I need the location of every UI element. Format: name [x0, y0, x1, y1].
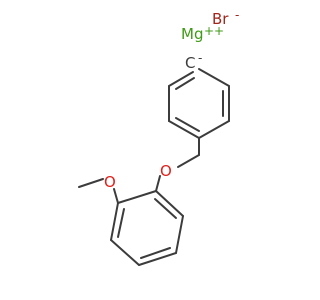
bond-r5-r6 — [110, 202, 119, 241]
molecule-structure-diagram: Mg ++ Br - C - O O — [78, 8, 239, 266]
bromine-symbol: Br — [212, 10, 229, 28]
bond-methoxy-o-ch3 — [78, 178, 104, 188]
bromine-charge: - — [235, 8, 239, 22]
bond-r2-r3 — [175, 215, 184, 254]
upper-benzene-ring — [168, 68, 230, 139]
bond-c3-c4 — [198, 120, 230, 139]
double-bond-inner-r3-r4 — [140, 247, 171, 259]
bond-c4-c5 — [168, 120, 200, 139]
bond-r6-r1 — [117, 190, 157, 204]
double-bond-inner-lower-left — [175, 117, 200, 132]
bond-r3-r4 — [138, 252, 177, 266]
methoxy-oxygen-symbol: O — [104, 173, 116, 191]
magnesium-symbol: Mg — [181, 25, 203, 43]
bond-ch2-o — [177, 154, 200, 168]
double-bond-inner-r1-r2 — [154, 198, 177, 219]
bond-o-ring — [155, 175, 161, 192]
bond-c6-c1 — [168, 71, 194, 87]
double-bond-inner-r5-r6 — [117, 208, 125, 238]
carbanion-charge: - — [198, 51, 202, 65]
lower-benzene-ring — [110, 190, 184, 266]
bond-c1-c2 — [198, 68, 230, 87]
carbanion-symbol: C — [185, 54, 195, 72]
double-bond-inner-upper-left — [175, 77, 195, 90]
bond-r1-r2 — [155, 190, 184, 217]
ether-oxygen-symbol: O — [160, 162, 172, 180]
bond-r4-r5 — [110, 239, 140, 266]
bond-ring-methoxy-o — [113, 188, 119, 204]
magnesium-charge: ++ — [204, 24, 224, 38]
